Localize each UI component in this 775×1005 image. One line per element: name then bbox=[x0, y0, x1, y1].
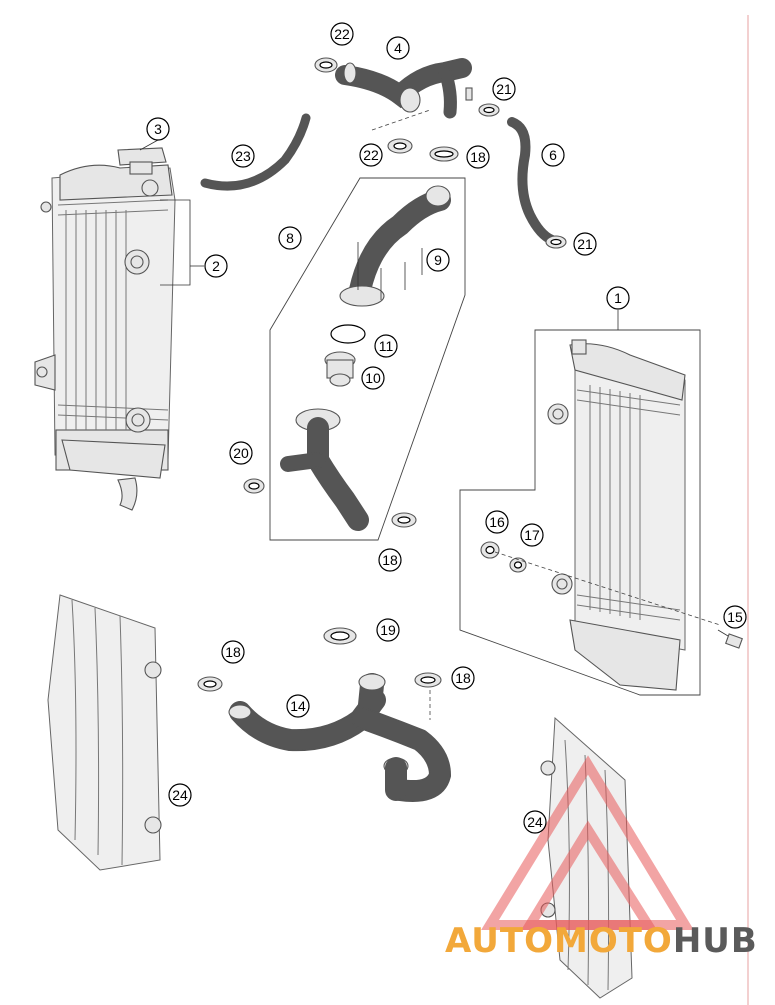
callout-1: 1 bbox=[606, 286, 630, 310]
dash-15 bbox=[494, 551, 721, 626]
svg-text:24: 24 bbox=[172, 787, 188, 803]
callout-23: 23 bbox=[231, 144, 255, 168]
svg-text:23: 23 bbox=[235, 148, 251, 164]
thermostat-housing-lower bbox=[280, 408, 369, 531]
clamp-21-top bbox=[478, 103, 500, 117]
svg-text:3: 3 bbox=[154, 121, 162, 137]
radiator-cap bbox=[117, 147, 167, 175]
clamp-18-lower-right bbox=[414, 672, 442, 688]
thermostat-10 bbox=[324, 351, 356, 387]
svg-text:21: 21 bbox=[577, 236, 593, 252]
svg-text:17: 17 bbox=[524, 527, 540, 543]
svg-text:16: 16 bbox=[489, 514, 505, 530]
svg-text:4: 4 bbox=[394, 40, 402, 56]
dash-4 bbox=[371, 109, 431, 131]
callout-22-lower: 22 bbox=[359, 143, 383, 167]
group-box-8 bbox=[269, 177, 466, 541]
callout-18-lower-left: 18 bbox=[221, 640, 245, 664]
callout-21-top: 21 bbox=[492, 77, 516, 101]
svg-text:18: 18 bbox=[225, 644, 241, 660]
leader-3 bbox=[139, 139, 159, 151]
clamp-22-top bbox=[314, 57, 338, 73]
small-hose-23-fill bbox=[201, 114, 310, 190]
svg-text:19: 19 bbox=[380, 622, 396, 638]
svg-text:22: 22 bbox=[363, 147, 379, 163]
callout-11: 11 bbox=[374, 334, 398, 358]
svg-text:11: 11 bbox=[379, 338, 394, 354]
clamp-21-lower bbox=[545, 235, 567, 249]
watermark-logo bbox=[481, 755, 694, 930]
callout-18-lower-right: 18 bbox=[451, 666, 475, 690]
clamp-18-top bbox=[429, 146, 459, 162]
clamp-18-lower-left bbox=[197, 676, 223, 692]
svg-text:20: 20 bbox=[233, 445, 249, 461]
svg-text:21: 21 bbox=[496, 81, 512, 97]
callout-18-mid: 18 bbox=[378, 548, 402, 572]
svg-text:18: 18 bbox=[470, 149, 486, 165]
callout-21-lower: 21 bbox=[573, 232, 597, 256]
svg-text:2: 2 bbox=[212, 258, 220, 274]
svg-text:1: 1 bbox=[614, 290, 622, 306]
callout-9: 9 bbox=[426, 248, 450, 272]
svg-text:14: 14 bbox=[290, 698, 306, 714]
clamp-22-lower bbox=[387, 138, 413, 154]
callout-14: 14 bbox=[286, 694, 310, 718]
svg-text:15: 15 bbox=[727, 609, 743, 625]
hose-14 bbox=[228, 673, 452, 802]
callout-16: 16 bbox=[485, 510, 509, 534]
callout-4: 4 bbox=[386, 36, 410, 60]
hose-4 bbox=[335, 58, 473, 119]
svg-text:22: 22 bbox=[334, 26, 350, 42]
callout-2: 2 bbox=[204, 254, 228, 278]
washer-17 bbox=[509, 557, 527, 573]
hose-6-fill bbox=[508, 118, 556, 244]
thermostat-housing-upper bbox=[339, 185, 451, 307]
radiator-left bbox=[34, 164, 176, 511]
radiator-right bbox=[547, 339, 686, 691]
svg-text:6: 6 bbox=[549, 147, 557, 163]
svg-text:18: 18 bbox=[382, 552, 398, 568]
callout-3: 3 bbox=[146, 117, 170, 141]
shroud-24-left bbox=[47, 594, 162, 871]
callout-24-right: 24 bbox=[523, 810, 547, 834]
callout-15: 15 bbox=[723, 605, 747, 629]
group-box-1 bbox=[459, 329, 701, 696]
callout-22-top: 22 bbox=[330, 22, 354, 46]
bracket-2 bbox=[160, 199, 191, 286]
callout-24-left: 24 bbox=[168, 783, 192, 807]
callout-18-top: 18 bbox=[466, 145, 490, 169]
svg-text:10: 10 bbox=[365, 370, 381, 386]
callout-19: 19 bbox=[376, 618, 400, 642]
clamp-20 bbox=[243, 478, 265, 494]
o-ring-11 bbox=[330, 324, 366, 344]
clamp-19 bbox=[323, 627, 357, 645]
svg-text:24: 24 bbox=[527, 814, 543, 830]
callout-20: 20 bbox=[229, 441, 253, 465]
svg-text:18: 18 bbox=[455, 670, 471, 686]
callout-6: 6 bbox=[541, 143, 565, 167]
svg-text:8: 8 bbox=[286, 230, 294, 246]
bolt-15 bbox=[717, 629, 743, 649]
callout-10: 10 bbox=[361, 366, 385, 390]
svg-text:9: 9 bbox=[434, 252, 442, 268]
callout-17: 17 bbox=[520, 523, 544, 547]
clamp-18-mid bbox=[391, 512, 417, 528]
grommet-16 bbox=[480, 541, 500, 559]
callout-8: 8 bbox=[278, 226, 302, 250]
watermark-text: AUTOMOTOHUB bbox=[445, 921, 758, 961]
